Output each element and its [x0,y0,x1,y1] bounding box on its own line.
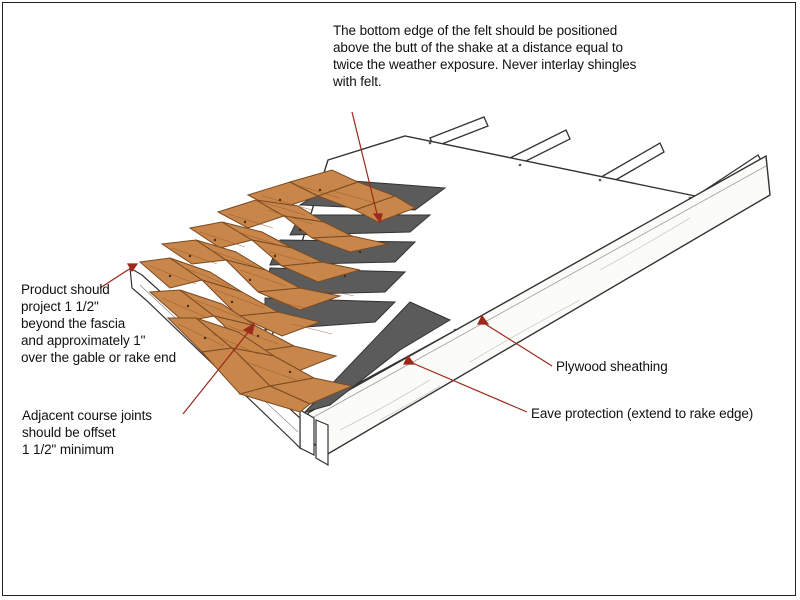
shake [280,261,361,283]
fascia-grain [339,217,691,431]
annotation-project-beyond-fascia: Product should project 1 1/2" beyond the… [21,282,177,365]
annotation-plywood-sheathing: Plywood sheathing [556,359,668,374]
leader-project [99,265,135,289]
leader-eave [409,361,528,413]
annotation-felt-position: The bottom edge of the felt should be po… [333,23,637,89]
shake [238,385,311,413]
leader-felt [351,111,379,219]
shake-nails [168,188,362,374]
leader-lines [99,111,553,415]
annotation-eave-protection: Eave protection (extend to rake edge) [531,406,754,421]
shake-grain [149,185,376,381]
wood-shakes [138,169,417,413]
leader-plywood [481,321,553,367]
leader-adjacent [182,329,251,415]
shake [236,311,322,337]
shake [257,287,342,311]
shake [353,195,417,223]
shake [311,235,389,253]
annotation-adjacent-joints: Adjacent course joints should be offset … [22,408,152,457]
